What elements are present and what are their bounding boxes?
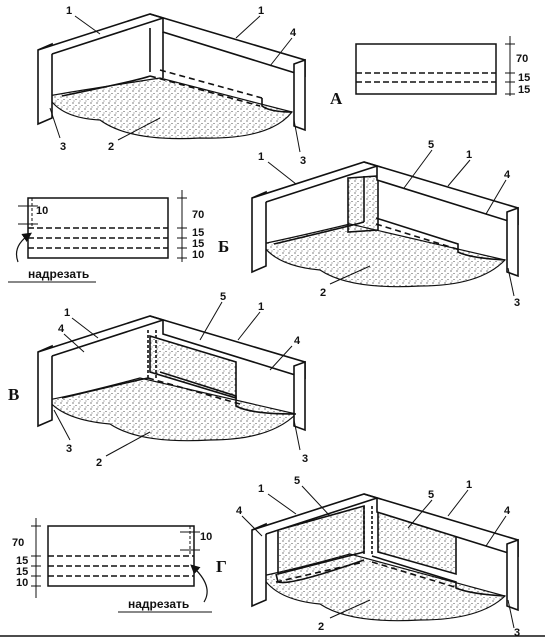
back-wall-left-a xyxy=(37,13,166,55)
callout-b-3: 3 xyxy=(514,297,520,309)
callout-g-4b: 4 xyxy=(504,505,511,517)
panel-letter-b: Б xyxy=(218,237,229,256)
left-wall-a xyxy=(37,42,53,126)
callout-g-5b: 5 xyxy=(428,489,434,501)
callout-g-5: 5 xyxy=(294,475,300,487)
panel-v-labels xyxy=(53,301,301,457)
strip-b-dim-15b: 15 xyxy=(192,238,204,250)
panel-a xyxy=(37,13,306,140)
callout-v-2: 2 xyxy=(96,457,102,469)
panel-g xyxy=(251,493,519,622)
strip-g xyxy=(31,518,212,613)
strip-b-dim-15: 15 xyxy=(192,227,204,239)
strip-g-cut-label: надрезать xyxy=(128,597,189,611)
panel-v xyxy=(37,315,306,442)
callout-a-1b: 1 xyxy=(258,5,264,17)
callout-a-1: 1 xyxy=(66,5,72,17)
right-wall-v xyxy=(293,360,306,432)
callout-a-2: 2 xyxy=(108,141,114,153)
callout-b-1: 1 xyxy=(258,151,264,163)
strip-b-cut-label: надрезать xyxy=(28,267,89,281)
callout-v-3b: 3 xyxy=(302,453,308,465)
left-wall-v xyxy=(37,344,53,428)
callout-v-1: 1 xyxy=(64,307,70,319)
strip-b xyxy=(8,190,187,283)
callout-v-4: 4 xyxy=(58,323,65,335)
callout-v-1b: 1 xyxy=(258,301,264,313)
strip-a-dim-15b: 15 xyxy=(518,84,530,96)
corner-wall-b xyxy=(347,175,379,233)
panel-b-labels xyxy=(267,149,515,297)
callout-b-5: 5 xyxy=(428,139,434,151)
panel-g-labels xyxy=(241,485,515,629)
strip-g-dim-15b: 15 xyxy=(16,566,28,578)
floor-area-a xyxy=(47,77,294,140)
panel-letter-v: В xyxy=(8,385,19,404)
right-wall-a xyxy=(293,58,306,132)
back-wall-right-b xyxy=(363,161,519,226)
floor-area-v xyxy=(46,377,298,442)
strip-g-dim-10: 10 xyxy=(16,577,28,589)
callout-b-4: 4 xyxy=(504,169,511,181)
callout-b-2: 2 xyxy=(320,287,326,299)
callout-a-4: 4 xyxy=(290,27,297,39)
strip-a xyxy=(355,36,515,96)
right-wall-g xyxy=(506,538,519,612)
panel-letter-g: Г xyxy=(216,557,227,576)
callout-v-4b: 4 xyxy=(294,335,301,347)
strip-g-dim-15: 15 xyxy=(16,555,28,567)
strip-a-dim-70: 70 xyxy=(516,53,528,65)
callout-a-3: 3 xyxy=(60,141,66,153)
right-wall-b xyxy=(506,206,519,278)
callout-v-3: 3 xyxy=(66,443,72,455)
panel-letter-a: А xyxy=(330,89,343,108)
strip-g-side-dim: 10 xyxy=(200,531,212,543)
panel-b xyxy=(251,161,519,288)
callout-v-5: 5 xyxy=(220,291,226,303)
callout-g-4: 4 xyxy=(236,505,243,517)
callout-a-3b: 3 xyxy=(300,155,306,167)
callout-g-1b: 1 xyxy=(466,479,472,491)
callout-g-1: 1 xyxy=(258,483,264,495)
callout-b-1b: 1 xyxy=(466,149,472,161)
floor-area-b xyxy=(261,223,507,288)
callout-g-3: 3 xyxy=(514,627,520,638)
strip-b-side-dim: 10 xyxy=(36,205,48,217)
panel-a-labels xyxy=(49,15,301,153)
back-wall-right-a xyxy=(149,13,306,78)
left-wall-g xyxy=(251,522,267,608)
strip-a-dim-15: 15 xyxy=(518,72,530,84)
strip-b-dim-10: 10 xyxy=(192,249,204,261)
left-wall-b xyxy=(251,190,267,274)
back-wall-left-v xyxy=(37,315,166,357)
strip-b-dim-70: 70 xyxy=(192,209,204,221)
strip-g-dim-70: 70 xyxy=(12,537,24,549)
callout-g-2: 2 xyxy=(318,621,324,633)
